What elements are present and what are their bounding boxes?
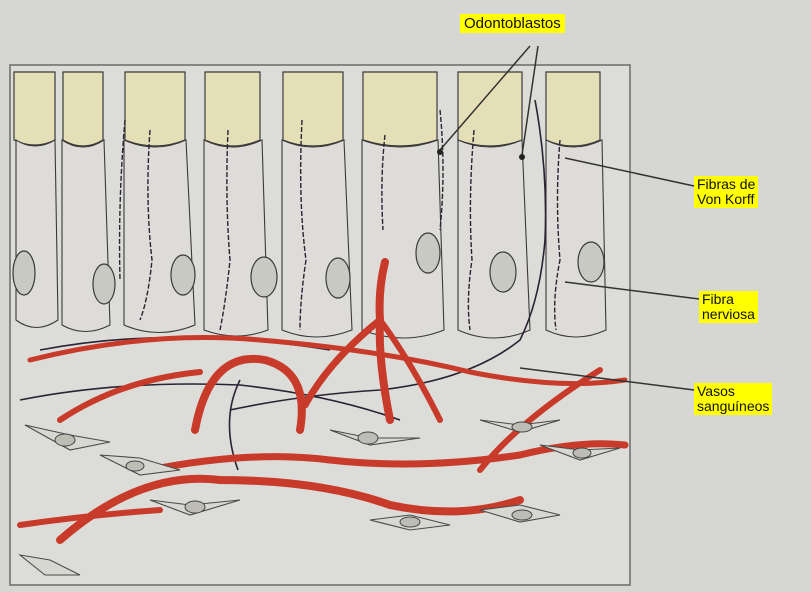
label-vasos-sanguineos: Vasos sanguíneos: [694, 383, 772, 415]
odontoblast-caps: [14, 72, 600, 146]
label-odontoblastos: Odontoblastos: [460, 14, 565, 33]
label-von-korff: Fibras de Von Korff: [694, 176, 758, 208]
label-fibra-nerviosa: Fibra nerviosa: [699, 291, 758, 323]
odontoblast-cells: [16, 140, 606, 338]
